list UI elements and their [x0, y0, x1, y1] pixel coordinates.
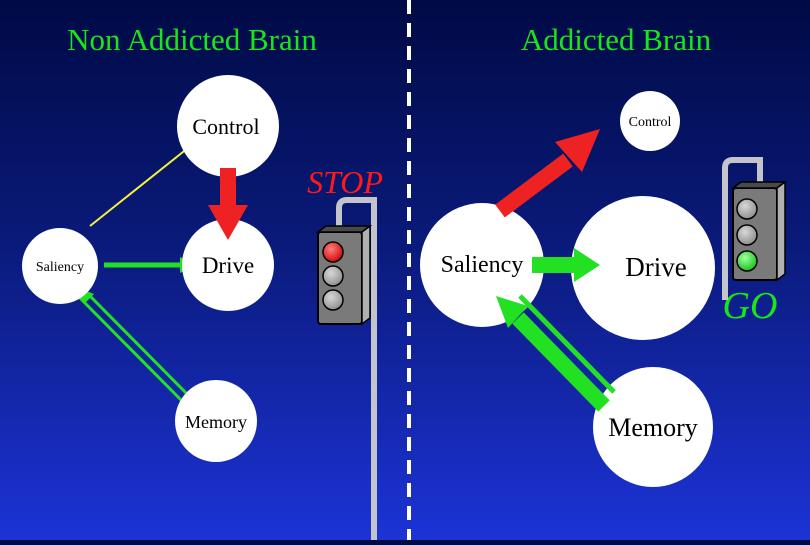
right-memory-node [593, 367, 713, 487]
go-lamp-red [736, 198, 758, 220]
stop-lamp-yellow [322, 265, 344, 287]
left-drive-node [182, 219, 274, 311]
right-saliency-node [420, 203, 544, 327]
saliency-drive-arrow-strong [532, 248, 600, 282]
left-control-node [177, 75, 279, 177]
right-drive-label: Drive [625, 252, 686, 282]
control-drive-arrow [208, 168, 248, 240]
right-drive-node [571, 196, 715, 340]
stop-lamp-green [322, 289, 344, 311]
go-label: GO [723, 285, 778, 327]
left-memory-label: Memory [185, 412, 247, 432]
stop-label: STOP [307, 164, 383, 200]
left-saliency-label: Saliency [36, 260, 84, 275]
go-lamp-yellow [736, 224, 758, 246]
right-control-label: Control [629, 115, 672, 130]
memory-saliency-arrow-strong [496, 294, 616, 412]
stop-traffic-light [315, 197, 377, 540]
left-control-label: Control [192, 114, 259, 139]
left-memory-node [175, 380, 257, 462]
saliency-memory-arrow [78, 290, 194, 407]
right-panel-title: Addicted Brain [521, 22, 712, 57]
right-memory-label: Memory [608, 413, 698, 442]
right-control-node [620, 91, 680, 151]
left-saliency-node [22, 228, 98, 304]
right-saliency-label: Saliency [441, 252, 524, 278]
saliency-control-connector [89, 139, 199, 227]
saliency-control-arrow [495, 129, 600, 218]
left-drive-label: Drive [202, 253, 254, 278]
go-traffic-light [722, 157, 788, 300]
stop-lamp-red [322, 241, 344, 263]
left-panel-title: Non Addicted Brain [67, 22, 317, 57]
go-lamp-green [736, 250, 758, 272]
